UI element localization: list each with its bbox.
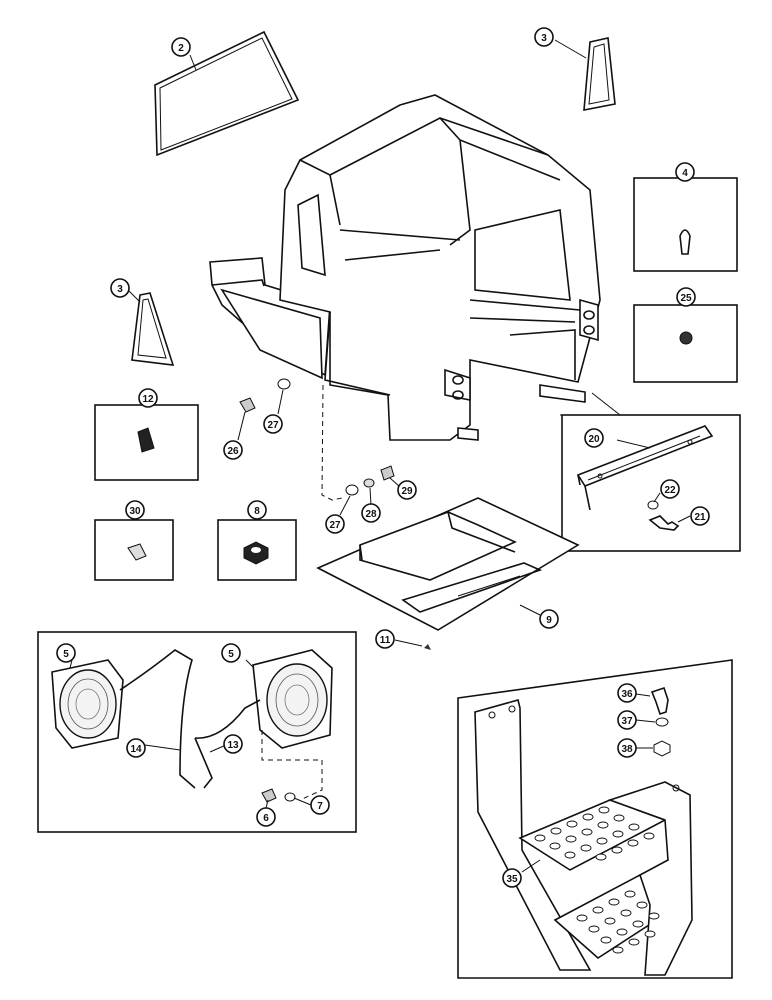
callout-label-25: 25 [680, 293, 692, 304]
callout-label-35: 35 [506, 874, 518, 885]
callout-label-12: 12 [142, 394, 154, 405]
window-seal-part-2 [154, 30, 300, 157]
inset-panel-part-4 [633, 172, 738, 272]
hardware-parts-cluster [237, 378, 401, 516]
callout-3-lower: 3 [110, 278, 130, 298]
callout-6: 6 [256, 807, 276, 827]
inset-panel-part-20 [561, 414, 741, 552]
callout-label-37: 37 [621, 716, 633, 727]
callout-label-27-lower: 27 [329, 520, 341, 531]
callout-bubbles: 2 3 4 3 25 12 27 26 20 29 22 30 8 28 21 … [56, 27, 710, 888]
callout-label-8: 8 [254, 506, 260, 517]
callout-35: 35 [502, 868, 522, 888]
inset-panel-part-8 [217, 516, 297, 581]
callout-label-20: 20 [588, 434, 600, 445]
step-assembly-panel [457, 659, 733, 979]
floor-plate-part-9 [316, 497, 580, 650]
inset-panel-part-25 [633, 300, 738, 383]
inset-panel-part-30 [94, 516, 174, 581]
callout-4: 4 [675, 162, 695, 182]
callout-label-26: 26 [227, 446, 239, 457]
callout-27-upper: 27 [263, 414, 283, 434]
window-seal-part-3-upper [554, 37, 616, 111]
callout-3-upper: 3 [534, 27, 554, 47]
callout-label-29: 29 [401, 486, 413, 497]
callout-label-5-left: 5 [63, 649, 69, 660]
callout-label-14: 14 [130, 744, 142, 755]
lights-assembly-panel [37, 631, 357, 833]
callout-label-5-right: 5 [228, 649, 234, 660]
callout-20: 20 [584, 428, 604, 448]
callout-13: 13 [223, 734, 243, 754]
callout-label-36: 36 [621, 689, 633, 700]
callout-26: 26 [223, 440, 243, 460]
callout-label-30: 30 [129, 506, 141, 517]
callout-36: 36 [617, 683, 637, 703]
callout-label-6: 6 [263, 813, 269, 824]
callout-27-lower: 27 [325, 514, 345, 534]
callout-label-38: 38 [621, 744, 633, 755]
cab-frame [209, 94, 622, 441]
callout-label-28: 28 [365, 509, 377, 520]
callout-label-13: 13 [227, 740, 239, 751]
callout-label-11: 11 [380, 635, 391, 646]
callout-29: 29 [397, 480, 417, 500]
callout-14: 14 [126, 738, 146, 758]
callout-5-right: 5 [221, 643, 241, 663]
callout-label-7: 7 [317, 801, 323, 812]
callout-label-22: 22 [664, 485, 676, 496]
callout-8: 8 [247, 500, 267, 520]
callout-label-3-lower: 3 [117, 284, 123, 295]
callout-7: 7 [310, 795, 330, 815]
callout-25: 25 [676, 287, 696, 307]
callout-label-4: 4 [682, 168, 688, 179]
callout-label-9: 9 [546, 615, 552, 626]
callout-9: 9 [539, 609, 559, 629]
callout-38: 38 [617, 738, 637, 758]
callout-21: 21 [690, 506, 710, 526]
callout-label-3-upper: 3 [541, 33, 547, 44]
callout-2: 2 [171, 37, 191, 57]
callout-label-2: 2 [178, 43, 184, 54]
window-seal-part-3-lower [127, 289, 175, 366]
callout-22: 22 [660, 479, 680, 499]
callout-30: 30 [125, 500, 145, 520]
callout-28: 28 [361, 503, 381, 523]
inset-panel-part-12 [94, 400, 199, 481]
callout-5-left: 5 [56, 643, 76, 663]
callout-11: 11 [375, 629, 395, 649]
callout-12: 12 [138, 388, 158, 408]
callout-label-21: 21 [694, 512, 706, 523]
callout-37: 37 [617, 710, 637, 730]
callout-label-27-upper: 27 [267, 420, 279, 431]
